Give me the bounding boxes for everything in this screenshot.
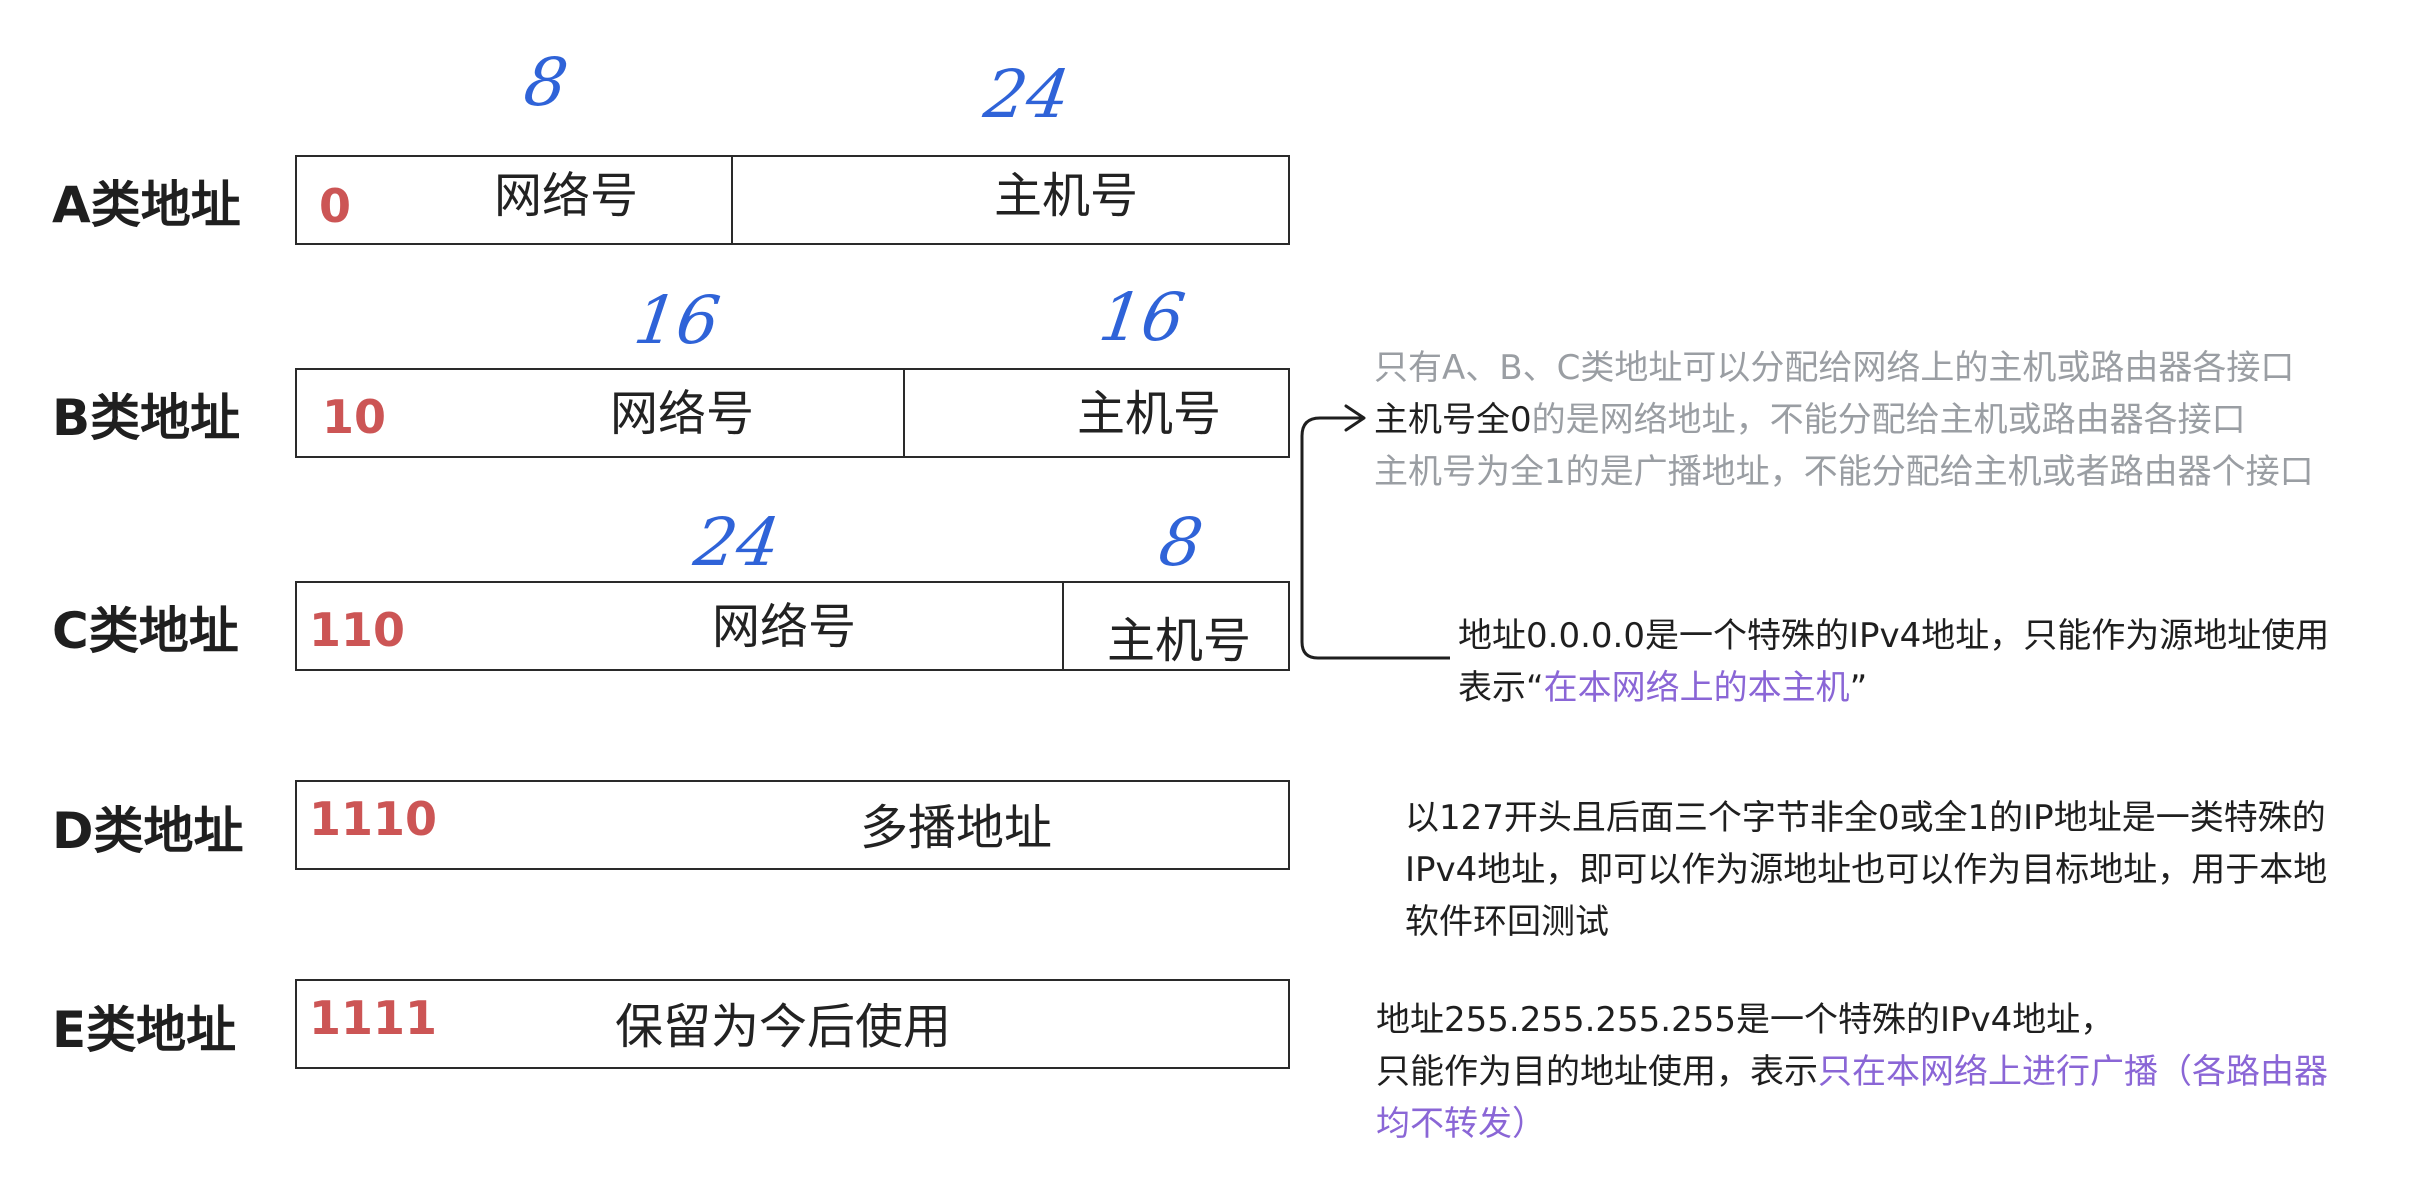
note-broadcast-line1: 地址255.255.255.255是一个特殊的IPv4地址， bbox=[1376, 1000, 2115, 1040]
class-a-host-field: 主机号 bbox=[994, 168, 1139, 224]
class-c-label: C类地址 bbox=[52, 602, 239, 660]
note-host-all-zero-lead: 主机号全0 bbox=[1374, 400, 1532, 440]
note-host-all-one: 主机号为全1的是广播地址，不能分配给主机或者路由器个接口 bbox=[1374, 452, 2314, 492]
note-loopback-line2: IPv4地址，即可以作为源地址也可以作为目标地址，用于本地 bbox=[1405, 850, 2328, 890]
class-d-address-box: 1110 多播地址 bbox=[295, 780, 1290, 870]
class-c-divider bbox=[1062, 583, 1064, 669]
note-loopback-line3: 软件环回测试 bbox=[1405, 902, 1609, 942]
note-loopback-line1: 以127开头且后面三个字节非全0或全1的IP地址是一类特殊的 bbox=[1405, 798, 2326, 838]
class-c-host-field: 主机号 bbox=[1107, 613, 1252, 669]
note-zero-address-line1: 地址0.0.0.0是一个特殊的IPv4地址，只能作为源地址使用 bbox=[1458, 616, 2330, 656]
class-b-prefix: 10 bbox=[322, 390, 387, 444]
class-a-network-field: 网络号 bbox=[494, 168, 639, 224]
class-c-prefix: 110 bbox=[309, 603, 406, 657]
note-broadcast-line3: 均不转发） bbox=[1376, 1104, 1546, 1144]
class-e-label: E类地址 bbox=[52, 1001, 237, 1059]
class-d-label: D类地址 bbox=[52, 802, 244, 860]
class-a-divider bbox=[731, 157, 733, 243]
note-host-all-zero: 主机号全0的是网络地址，不能分配给主机或路由器各接口 bbox=[1374, 394, 2246, 446]
class-e-reserved-field: 保留为今后使用 bbox=[615, 999, 952, 1055]
class-c-address-box: 110 网络号 主机号 bbox=[295, 581, 1290, 671]
class-d-prefix: 1110 bbox=[309, 792, 438, 846]
class-a-address-box: 0 网络号 主机号 bbox=[295, 155, 1290, 245]
note-host-all-zero-rest: 的是网络地址，不能分配给主机或路由器各接口 bbox=[1531, 400, 2246, 440]
note-broadcast-highlight: 只在本网络上进行广播（各路由器 bbox=[1818, 1052, 2328, 1092]
class-b-host-field: 主机号 bbox=[1077, 386, 1222, 442]
class-b-network-field: 网络号 bbox=[610, 386, 755, 442]
class-b-address-box: 10 网络号 主机号 bbox=[295, 368, 1290, 458]
class-a-label: A类地址 bbox=[52, 176, 241, 234]
class-c-network-field: 网络号 bbox=[712, 599, 857, 655]
note-zero-suffix: ” bbox=[1849, 668, 1868, 708]
note-broadcast-line2: 只能作为目的地址使用，表示只在本网络上进行广播（各路由器 bbox=[1376, 1046, 2328, 1098]
class-a-prefix: 0 bbox=[319, 179, 352, 233]
class-e-prefix: 1111 bbox=[309, 991, 438, 1045]
note-zero-address-line2: 表示“在本网络上的本主机” bbox=[1458, 662, 1867, 714]
note-broadcast-prefix: 只能作为目的地址使用，表示 bbox=[1376, 1052, 1818, 1092]
note-zero-prefix: 表示“ bbox=[1458, 668, 1544, 708]
class-b-label: B类地址 bbox=[52, 389, 241, 447]
class-b-divider bbox=[903, 370, 905, 456]
note-zero-highlight: 在本网络上的本主机 bbox=[1543, 668, 1850, 708]
class-e-address-box: 1111 保留为今后使用 bbox=[295, 979, 1290, 1069]
note-abc-assignable: 只有A、B、C类地址可以分配给网络上的主机或路由器各接口 bbox=[1374, 348, 2295, 388]
class-d-multicast-field: 多播地址 bbox=[860, 800, 1053, 856]
